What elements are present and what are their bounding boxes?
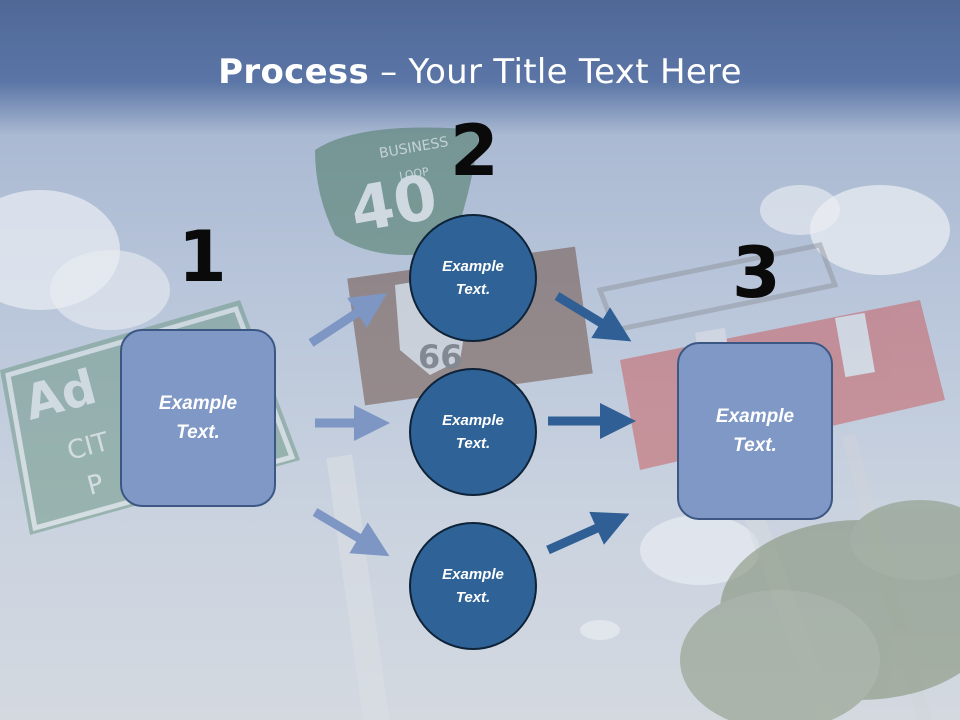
- circle-top-line2: Text.: [455, 281, 491, 298]
- step-2-circle-middle[interactable]: Example Text.: [409, 368, 537, 496]
- step-3-box[interactable]: Example Text.: [677, 342, 833, 520]
- arrow-bottom-to-3: [546, 511, 630, 555]
- step-2-circle-bottom[interactable]: Example Text.: [409, 522, 537, 650]
- step-1-box-line1: Example: [158, 393, 238, 414]
- step-number-3: 3: [732, 232, 781, 314]
- circle-bottom-line1: Example: [442, 566, 504, 583]
- arrow-top-to-3: [554, 292, 632, 342]
- step-1-box[interactable]: Example Text.: [120, 329, 276, 507]
- svg-text:P: P: [84, 469, 107, 502]
- step-1-box-line2: Text.: [176, 422, 220, 443]
- step-number-1: 1: [178, 216, 227, 298]
- step-3-box-line1: Example: [715, 406, 795, 427]
- arrow-1-to-bottom: [312, 508, 390, 557]
- title-band: [0, 0, 960, 135]
- circle-top-line1: Example: [442, 258, 504, 275]
- title-rest: – Your Title Text Here: [369, 52, 742, 92]
- step-3-box-line2: Text.: [733, 435, 777, 456]
- svg-text:LOOP: LOOP: [398, 165, 430, 183]
- title-bold: Process: [218, 52, 370, 92]
- circle-bottom-line2: Text.: [455, 589, 491, 606]
- step-2-circle-top[interactable]: Example Text.: [409, 214, 537, 342]
- step-number-2: 2: [450, 110, 499, 192]
- slide-title: Process – Your Title Text Here: [0, 52, 960, 92]
- circle-middle-line1: Example: [442, 412, 504, 429]
- arrow-1-to-top: [308, 293, 388, 347]
- tree: [680, 500, 960, 720]
- circle-middle-line2: Text.: [455, 435, 491, 452]
